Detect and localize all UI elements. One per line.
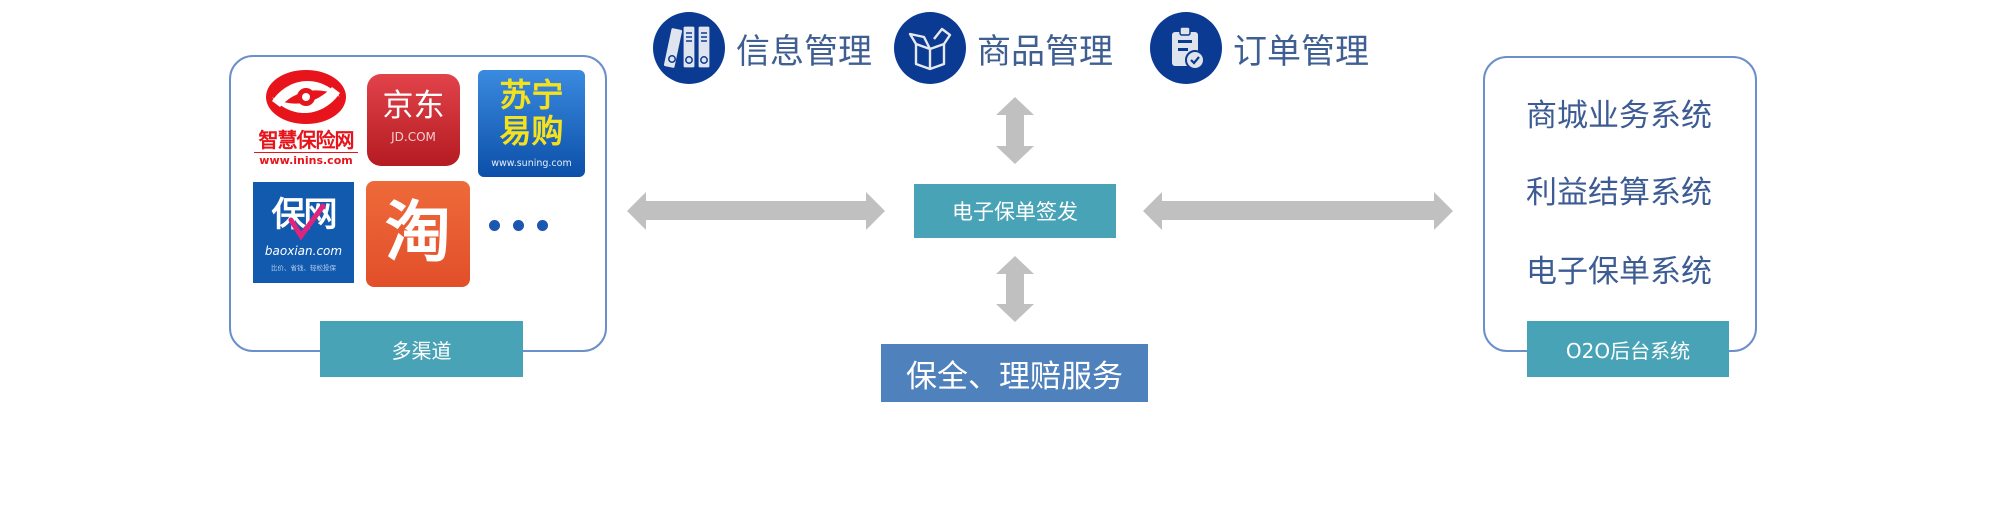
inins-logo-rule (254, 152, 358, 153)
taobao-logo[interactable]: 淘 (366, 181, 470, 287)
service-box[interactable]: 保全、理赔服务 (881, 344, 1148, 402)
dot (489, 220, 500, 231)
checkmark-icon (288, 203, 326, 241)
inins-logo-name: 智慧保险网 (258, 128, 355, 152)
suning-logo[interactable]: 苏宁 易购 www.suning.com (478, 70, 585, 177)
inins-logo[interactable]: 智慧保险网 www.inins.com (250, 67, 362, 171)
e-policy-issue-box[interactable]: 电子保单签发 (914, 184, 1116, 238)
module-info-management[interactable]: 信息管理 (653, 12, 872, 84)
double-arrow-right-backend (1143, 192, 1453, 230)
double-arrow-top-modules (996, 97, 1034, 164)
open-box-icon (894, 12, 966, 84)
module-product-management[interactable]: 商品管理 (894, 12, 1113, 84)
suning-logo-url: www.suning.com (491, 158, 572, 169)
suning-logo-line2: 易购 (499, 112, 564, 150)
system-item: 商城业务系统 (1526, 98, 1712, 134)
clipboard-check-icon (1150, 12, 1222, 84)
module-order-management[interactable]: 订单管理 (1150, 12, 1369, 84)
suning-logo-line1: 苏宁 (499, 76, 564, 114)
dot (537, 220, 548, 231)
dot (513, 220, 524, 231)
module-label: 商品管理 (977, 31, 1113, 72)
inins-eye-icon (266, 70, 346, 124)
double-arrow-bottom-service (996, 256, 1034, 322)
baoxian-logo-tagline: 比价、省钱、轻松投保 (271, 264, 336, 272)
system-item: 电子保单系统 (1526, 254, 1712, 290)
module-label: 订单管理 (1233, 31, 1369, 72)
double-arrow-left-channels (627, 192, 885, 230)
jd-logo-url: JD.COM (391, 130, 436, 144)
system-item: 利益结算系统 (1526, 175, 1712, 211)
backend-group (1483, 56, 1757, 352)
backend-label[interactable]: O2O后台系统 (1527, 321, 1729, 377)
binders-icon (653, 12, 725, 84)
baoxian-logo[interactable]: 保网 baoxian.com 比价、省钱、轻松投保 (253, 182, 354, 283)
inins-logo-url: www.inins.com (259, 154, 353, 167)
module-label: 信息管理 (736, 31, 872, 72)
baoxian-logo-url: baoxian.com (264, 244, 343, 258)
jd-logo-name: 京东 (382, 88, 445, 124)
channels-label[interactable]: 多渠道 (320, 321, 523, 377)
taobao-logo-name: 淘 (385, 194, 451, 271)
jd-logo[interactable]: 京东 JD.COM (367, 74, 460, 166)
